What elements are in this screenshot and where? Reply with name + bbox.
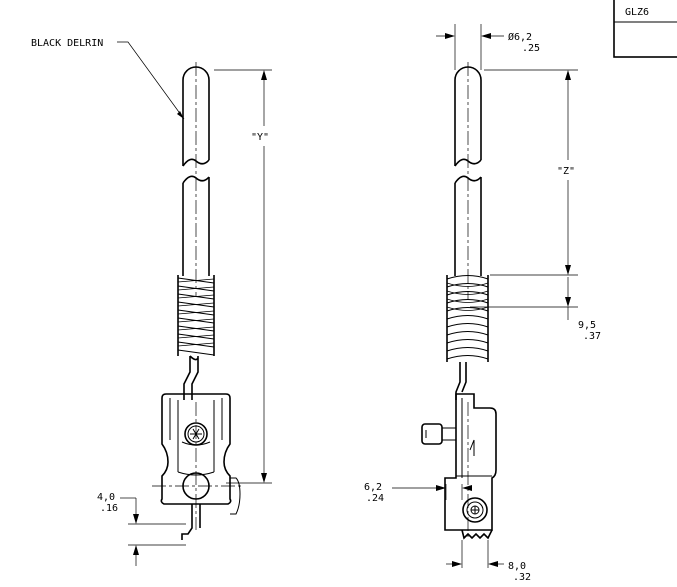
spring-end-left <box>189 355 199 361</box>
clamp-outline <box>160 393 232 505</box>
spring-r-turns <box>446 275 489 360</box>
screw-r-inner <box>466 501 484 519</box>
dim-o-arrow-right <box>462 485 472 491</box>
dimension-diameter: Ø6,2 .25 <box>436 24 540 70</box>
clamp-body-right <box>444 393 497 540</box>
dim-s-in: .37 <box>583 331 601 342</box>
screw-head-inner <box>187 425 205 443</box>
clamp-r-break <box>461 529 493 540</box>
dimension-spring: 9,5 .37 <box>470 277 601 342</box>
dim-w-in: .32 <box>513 572 531 583</box>
knob-shank <box>441 427 457 441</box>
dimension-y: "Y" <box>214 69 272 484</box>
dim-s-mm: 9,5 <box>578 320 596 331</box>
clamp-side-boss <box>230 477 241 515</box>
spring-coil <box>177 275 215 361</box>
spring-coil-right <box>446 275 489 362</box>
left-view: BLACK DELRIN <box>31 38 272 566</box>
dim-h-mm: 4,0 <box>97 492 115 503</box>
delrin-rod <box>182 62 210 296</box>
screw-r-outer <box>462 497 488 523</box>
dimension-height-left: 4,0 .16 <box>97 492 186 566</box>
dim-o-mm: 6,2 <box>364 482 382 493</box>
material-leader <box>117 41 185 120</box>
hex-socket-icon <box>190 428 202 440</box>
dim-w-arrow-left <box>452 561 462 567</box>
screw-head-outer <box>184 422 208 446</box>
title-block-frame <box>613 0 677 58</box>
delrin-rod-right <box>454 62 482 300</box>
screw-head-left <box>184 422 208 446</box>
clamp-r-outline <box>444 393 497 531</box>
dim-o-in: .24 <box>366 493 384 504</box>
clamp-body-left <box>152 393 244 530</box>
spring-r-back-turns <box>446 282 489 311</box>
dim-y-arrow-bottom <box>261 473 267 483</box>
phillips-icon <box>471 506 479 514</box>
dim-z-label: "Z" <box>557 166 575 177</box>
dim-y-label: "Y" <box>251 132 269 143</box>
dim-y-arrow-top <box>261 70 267 80</box>
right-view: Ø6,2 .25 "Z" 9,5 .37 <box>364 24 601 583</box>
dim-w-mm: 8,0 <box>508 561 526 572</box>
dim-h-arrow-top <box>133 514 139 524</box>
dimension-offset: 6,2 .24 <box>364 482 472 504</box>
title-block: GLZ6 <box>613 0 677 58</box>
dim-z-arrow-bottom <box>565 265 571 275</box>
screw-head-right <box>462 497 488 523</box>
dim-z-arrow-top <box>565 70 571 80</box>
dim-d-in: .25 <box>522 43 540 54</box>
dim-o-arrow-left <box>436 485 446 491</box>
dim-w-arrow-right <box>488 561 498 567</box>
dimension-z: "Z" <box>484 69 578 276</box>
dim-s-arrow-bottom <box>565 297 571 307</box>
wire-left <box>183 356 199 400</box>
part-number: GLZ6 <box>625 7 649 18</box>
dimension-width: 8,0 .32 <box>446 540 531 583</box>
clamp-r-notch <box>469 439 475 456</box>
dim-h-arrow-bottom <box>133 545 139 555</box>
dim-d-mm: Ø6,2 <box>508 31 532 43</box>
side-screw-knob <box>421 423 457 445</box>
spring-back-turns <box>177 278 215 347</box>
knob-head <box>421 423 443 445</box>
dim-h-in: .16 <box>100 503 118 514</box>
wire-hook <box>181 504 201 540</box>
dim-d-arrow-left <box>445 33 455 39</box>
material-label: BLACK DELRIN <box>31 38 103 49</box>
dim-d-arrow-right <box>481 33 491 39</box>
material-callout: BLACK DELRIN <box>31 38 185 120</box>
